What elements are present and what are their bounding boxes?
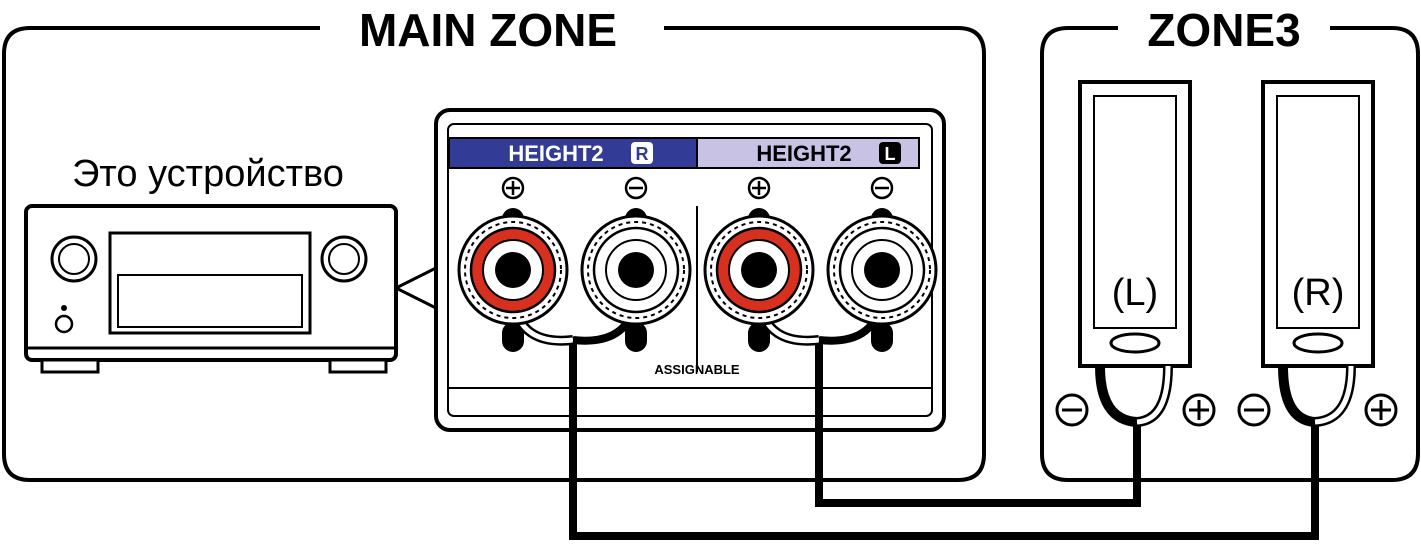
main-zone-frame bbox=[2, 26, 986, 482]
speaker-terminal-icon bbox=[703, 214, 815, 326]
height2-right-label: HEIGHT2 bbox=[508, 141, 603, 166]
minus-sign-icon bbox=[1055, 393, 1089, 427]
height2-left-label: HEIGHT2 bbox=[756, 141, 851, 166]
wire-sheath-speaker-left bbox=[1095, 365, 1173, 427]
plus-sign-icon bbox=[1364, 393, 1398, 427]
plus-sign-icon bbox=[1182, 393, 1216, 427]
minus-sign-icon bbox=[1237, 393, 1271, 427]
zone3-title: ZONE3 bbox=[1147, 4, 1300, 56]
av-receiver-icon bbox=[24, 204, 437, 374]
main-zone-title: MAIN ZONE bbox=[359, 4, 617, 56]
speaker-terminal-icon bbox=[580, 214, 692, 326]
speaker-terminal-icon bbox=[826, 214, 938, 326]
plus-sign-icon bbox=[747, 176, 771, 200]
wire-sheath-speaker-right bbox=[1278, 365, 1356, 427]
assignable-label: ASSIGNABLE bbox=[654, 362, 740, 377]
speaker-icon bbox=[1261, 80, 1375, 368]
right-channel-badge: R bbox=[631, 142, 653, 164]
left-channel-badge: L bbox=[879, 142, 901, 164]
left-channel-badge-letter: L bbox=[885, 144, 896, 164]
speaker-terminal-icon bbox=[457, 214, 569, 326]
device-label: Это устройство bbox=[72, 153, 344, 195]
speaker-left-label: (L) bbox=[1112, 272, 1158, 314]
plus-sign-icon bbox=[501, 176, 525, 200]
height2-right-band bbox=[448, 137, 698, 169]
minus-sign-icon bbox=[624, 176, 648, 200]
minus-sign-icon bbox=[870, 176, 894, 200]
right-channel-badge-letter: R bbox=[636, 144, 649, 164]
speaker-right-label: (R) bbox=[1292, 272, 1345, 314]
zone3-frame bbox=[1040, 26, 1420, 482]
speaker-icon bbox=[1078, 80, 1192, 368]
speaker-wires bbox=[569, 337, 1319, 540]
